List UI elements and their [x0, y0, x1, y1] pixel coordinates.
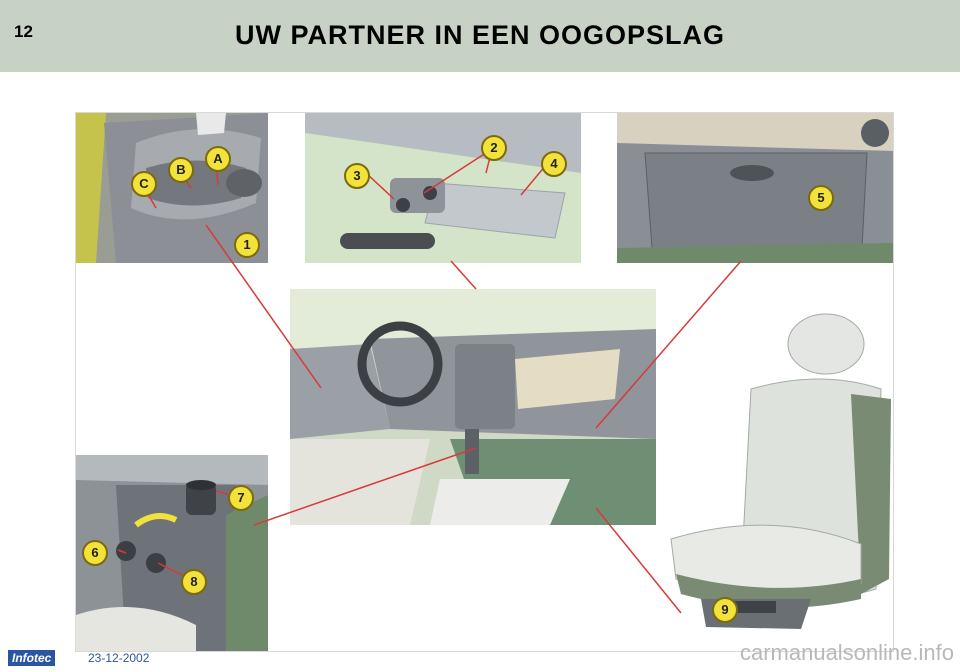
infotec-logo: Infotec [8, 650, 56, 666]
page-header: 12 UW PARTNER IN EEN OOGOPSLAG [0, 0, 960, 72]
callout-4: 4 [541, 151, 567, 177]
dashboard-illustration [290, 289, 656, 525]
footer-date: 23-12-2002 [88, 651, 150, 665]
callout-a: A [205, 146, 231, 172]
callout-b: B [168, 157, 194, 183]
callout-5: 5 [808, 185, 834, 211]
callout-8: 8 [181, 569, 207, 595]
callout-6: 6 [82, 540, 108, 566]
seat-photo [661, 309, 893, 651]
callout-2: 2 [481, 135, 507, 161]
page-number: 12 [14, 22, 33, 41]
overview-figure: A B C 1 2 3 4 5 6 7 8 9 [75, 112, 894, 652]
page-title: UW PARTNER IN EEN OOGOPSLAG [234, 20, 726, 50]
roof-console-photo [305, 113, 581, 263]
watermark: carmanualsonline.info [739, 640, 954, 665]
leader-lines [117, 148, 742, 614]
seat-illustration [670, 313, 891, 629]
callout-1: 1 [234, 232, 260, 258]
callout-9: 9 [712, 597, 738, 623]
glovebox-photo [617, 113, 893, 263]
glovebox-illustration [617, 113, 893, 263]
callout-c: C [131, 171, 157, 197]
roof-console-illustration [305, 113, 581, 263]
callout-7: 7 [228, 485, 254, 511]
callout-3: 3 [344, 163, 370, 189]
dashboard-photo [290, 289, 656, 525]
